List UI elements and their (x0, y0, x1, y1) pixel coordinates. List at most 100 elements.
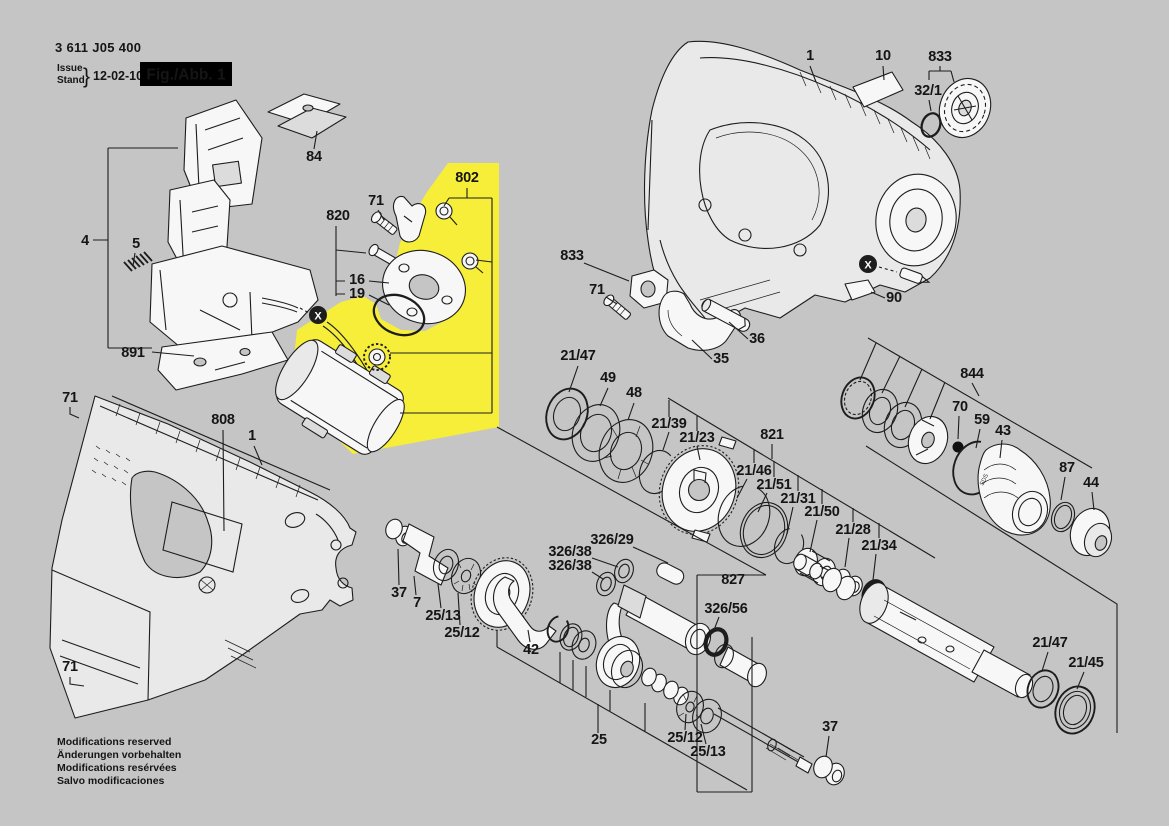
part-label-16: 16 (349, 272, 365, 288)
brush-bracket (393, 195, 427, 243)
part-label-70: 70 (952, 399, 968, 415)
part-label-71-block: 71 (589, 282, 605, 298)
part-label-326-56: 326/56 (704, 601, 747, 617)
footer-line-fr: Modifications resérvées (57, 762, 177, 774)
part-label-5: 5 (132, 236, 140, 252)
lever-35 (658, 290, 742, 351)
part-label-821: 821 (760, 427, 784, 443)
footer-line-en: Modifications reserved (57, 736, 171, 748)
footer-line-de: Änderungen vorbehalten (57, 748, 181, 761)
part-label-49: 49 (600, 370, 616, 386)
leader-lines (69, 65, 1118, 793)
nameplate-808 (162, 501, 243, 573)
x-marker-icon: X (314, 311, 322, 323)
housing-shell (643, 40, 961, 331)
part-label-90: 90 (886, 290, 902, 306)
screw-71-motor (370, 211, 398, 235)
part-label-32-1: 32/1 (914, 83, 942, 99)
part-label-43: 43 (995, 423, 1011, 439)
part-label-42: 42 (523, 642, 539, 658)
drill-body (49, 395, 357, 719)
part-labels: 84 4 5 891 71 820 16 19 802 1 10 833 32/… (62, 48, 1104, 760)
sticker-10 (852, 71, 904, 108)
bracket-7 (402, 523, 449, 586)
part-label-21-34: 21/34 (861, 538, 896, 554)
pin-326-29 (656, 562, 685, 585)
o-ring-326-56 (703, 627, 729, 657)
part-label-84: 84 (306, 149, 322, 165)
part-label-891: 891 (121, 345, 145, 361)
part-label-827: 827 (721, 572, 745, 588)
part-label-87: 87 (1059, 460, 1075, 476)
part-label-21-23: 21/23 (679, 430, 714, 446)
part-label-4: 4 (81, 233, 89, 249)
cap-44 (1069, 507, 1113, 558)
boot-brand-text: SDS (979, 473, 990, 487)
part-label-10: 10 (875, 48, 891, 64)
small-parts-right (603, 266, 931, 351)
figure-header: 3 611 J05 400 Issue Stand } 12-02-10 Fig… (55, 40, 232, 88)
hammer-pipe (859, 582, 1034, 699)
modifications-footer: Modifications reserved Änderungen vorbeh… (57, 736, 181, 787)
part-label-833-block: 833 (560, 248, 584, 264)
part-label-71-motor: 71 (368, 193, 384, 209)
part-label-48: 48 (626, 385, 642, 401)
part-label-36: 36 (749, 331, 765, 347)
assembly-marker-x-right: X (859, 255, 877, 273)
part-label-25: 25 (591, 732, 607, 748)
intermediate-shaft-group (385, 518, 845, 786)
part-label-21-46: 21/46 (736, 463, 771, 479)
part-label-25-13-bottom: 25/13 (690, 744, 725, 760)
part-label-808: 808 (211, 412, 235, 428)
cable-ferrule (899, 267, 931, 284)
part-label-21-28: 21/28 (835, 522, 870, 538)
part-label-44: 44 (1083, 475, 1099, 491)
shift-fork-42 (493, 576, 557, 650)
bearing-37-bottom (813, 755, 845, 786)
o-ring-19 (372, 293, 426, 337)
part-label-21-47-gear: 21/47 (560, 348, 595, 364)
motor-group (275, 195, 484, 455)
part-label-1-housing: 1 (806, 48, 814, 64)
part-label-7: 7 (413, 595, 421, 611)
grip-perforation (91, 445, 131, 486)
chuck-parts-group: SDS (840, 376, 1113, 558)
x-marker-icon: X (864, 260, 872, 272)
part-label-37-left: 37 (391, 585, 407, 601)
part-label-326-29: 326/29 (590, 532, 633, 548)
part-label-25-12-left: 25/12 (444, 625, 479, 641)
part-label-37-bottom: 37 (822, 719, 838, 735)
hub-with-lever (595, 602, 644, 689)
footer-line-es: Salvo modificaciones (57, 775, 165, 787)
issue-date: 12-02-10 (93, 69, 143, 83)
part-label-25-12-bottom: 25/12 (667, 730, 702, 746)
cap-rosette-833 (920, 77, 992, 139)
issue-label-de: Stand (57, 75, 85, 86)
issue-brace: } (83, 65, 90, 88)
part-label-21-39: 21/39 (651, 416, 686, 432)
knurled-rollers (641, 667, 689, 706)
dc-motor (275, 339, 405, 455)
figure-title-box (140, 62, 232, 86)
screw-820-lower (368, 243, 397, 266)
switch-assembly-group (123, 93, 378, 393)
pin-36 (701, 298, 751, 332)
part-label-326-38-b: 326/38 (548, 558, 591, 574)
part-label-21-31: 21/31 (780, 491, 815, 507)
part-label-21-51: 21/51 (756, 477, 791, 493)
assembly-marker-x-left: X (309, 306, 327, 324)
part-label-326-38-a: 326/38 (548, 544, 591, 560)
o-ring-32-1 (920, 112, 942, 138)
part-label-802: 802 (455, 170, 479, 186)
spring-5 (123, 251, 153, 272)
figure-title: Fig./Abb. 1 (146, 67, 226, 84)
part-label-59: 59 (974, 412, 990, 428)
motor-pinion (363, 343, 391, 371)
washer-screw-802-b (461, 252, 484, 274)
striker-pin (793, 553, 856, 601)
part-label-21-47-spindle: 21/47 (1032, 635, 1067, 651)
part-label-71-body-top: 71 (62, 390, 78, 406)
